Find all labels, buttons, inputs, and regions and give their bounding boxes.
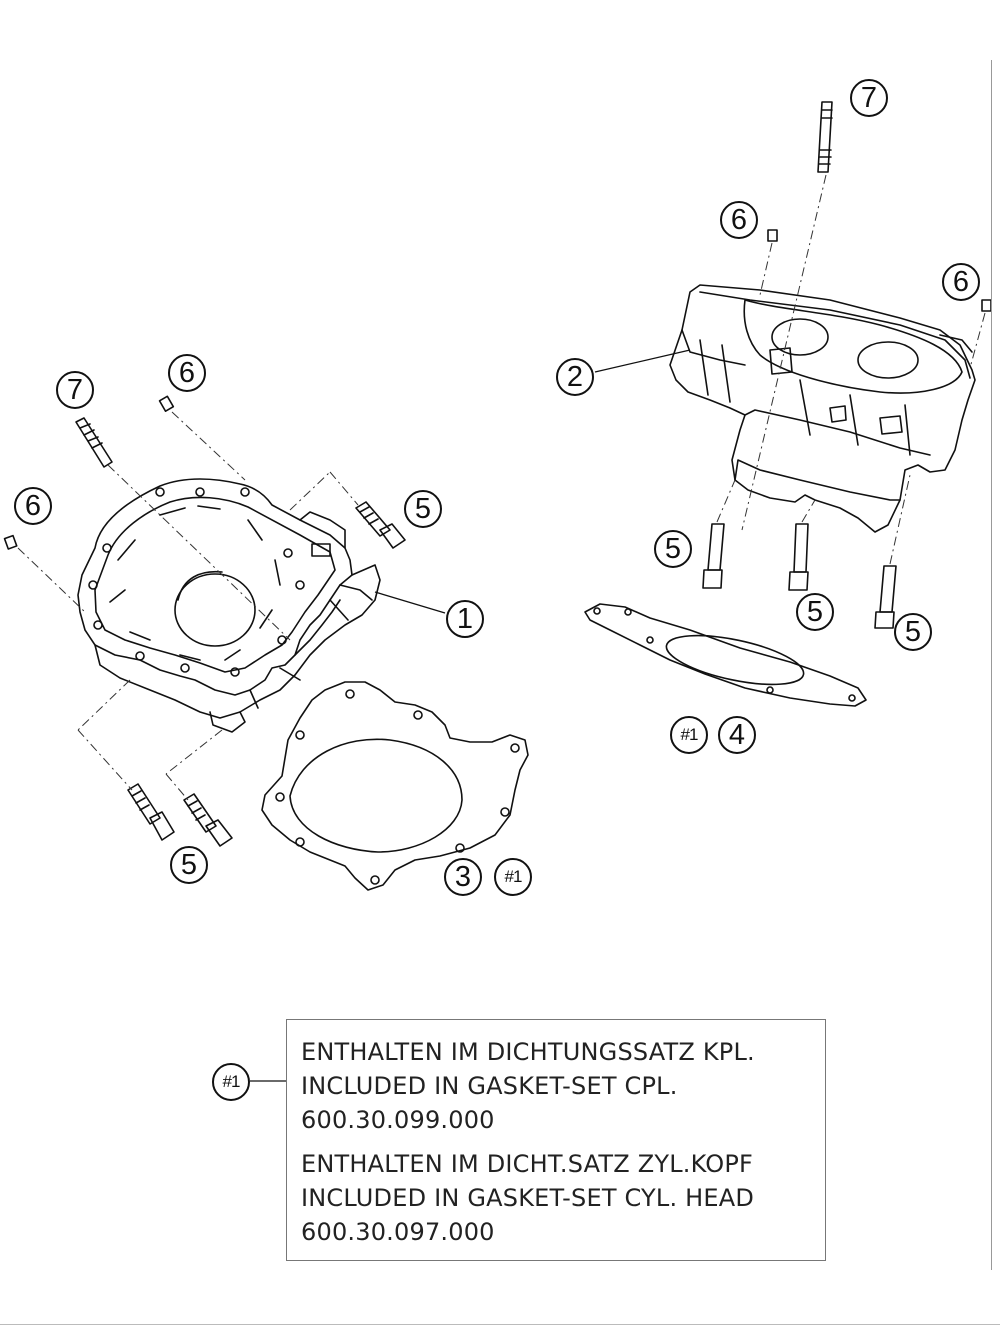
head-dowel-b-part bbox=[981, 299, 992, 312]
callout-1-cylinder: 1 bbox=[446, 600, 484, 638]
left-bolts-bottom-part bbox=[127, 783, 233, 847]
note-line-4: ENTHALTEN IM DICHT.SATZ ZYL.KOPF bbox=[301, 1150, 753, 1178]
left-dowel-top-part bbox=[158, 395, 175, 412]
head-stud-part bbox=[817, 101, 833, 173]
callout-7-left-stud: 7 bbox=[56, 371, 94, 409]
callout-ref-1-base-gasket: #1 bbox=[494, 858, 532, 896]
callout-5-left-bolt-bottom: 5 bbox=[170, 846, 208, 884]
left-bolt-top-part bbox=[355, 501, 406, 549]
base-gasket-part bbox=[261, 681, 529, 891]
head-gasket-part bbox=[584, 603, 867, 707]
note-line-3: 600.30.099.000 bbox=[301, 1106, 495, 1134]
left-dowel-side-part bbox=[3, 534, 18, 550]
callout-3-base-gasket: 3 bbox=[444, 858, 482, 896]
head-bolts-part bbox=[702, 523, 897, 629]
callout-5-head-bolt-a: 5 bbox=[654, 530, 692, 568]
note-line-5: INCLUDED IN GASKET-SET CYL. HEAD bbox=[301, 1184, 755, 1212]
callout-2-cylinder-head: 2 bbox=[556, 358, 594, 396]
cylinder-part bbox=[77, 478, 381, 733]
left-stud-part bbox=[75, 417, 113, 468]
legend-ref-1: #1 bbox=[212, 1063, 250, 1101]
page-edge-right bbox=[991, 60, 992, 1270]
callout-6-head-dowel-a: 6 bbox=[720, 201, 758, 239]
gasket-set-note: ENTHALTEN IM DICHTUNGSSATZ KPL. INCLUDED… bbox=[286, 1019, 826, 1261]
note-line-2: INCLUDED IN GASKET-SET CPL. bbox=[301, 1072, 678, 1100]
callout-ref-1-head-gasket: #1 bbox=[670, 716, 708, 754]
note-line-6: 600.30.097.000 bbox=[301, 1218, 495, 1246]
callout-4-head-gasket: 4 bbox=[718, 716, 756, 754]
callout-6-left-dowel-side: 6 bbox=[14, 487, 52, 525]
callout-5-head-bolt-b: 5 bbox=[796, 593, 834, 631]
callout-6-left-dowel-top: 6 bbox=[168, 354, 206, 392]
callout-5-head-bolt-c: 5 bbox=[894, 613, 932, 651]
head-dowel-a-part bbox=[767, 229, 778, 242]
cylinder-head-part bbox=[669, 284, 976, 533]
note-line-1: ENTHALTEN IM DICHTUNGSSATZ KPL. bbox=[301, 1038, 755, 1066]
callout-6-head-dowel-b: 6 bbox=[942, 263, 980, 301]
callout-7-head-stud: 7 bbox=[850, 79, 888, 117]
page-edge-bottom bbox=[0, 1324, 1000, 1325]
callout-5-left-bolt-top: 5 bbox=[404, 490, 442, 528]
